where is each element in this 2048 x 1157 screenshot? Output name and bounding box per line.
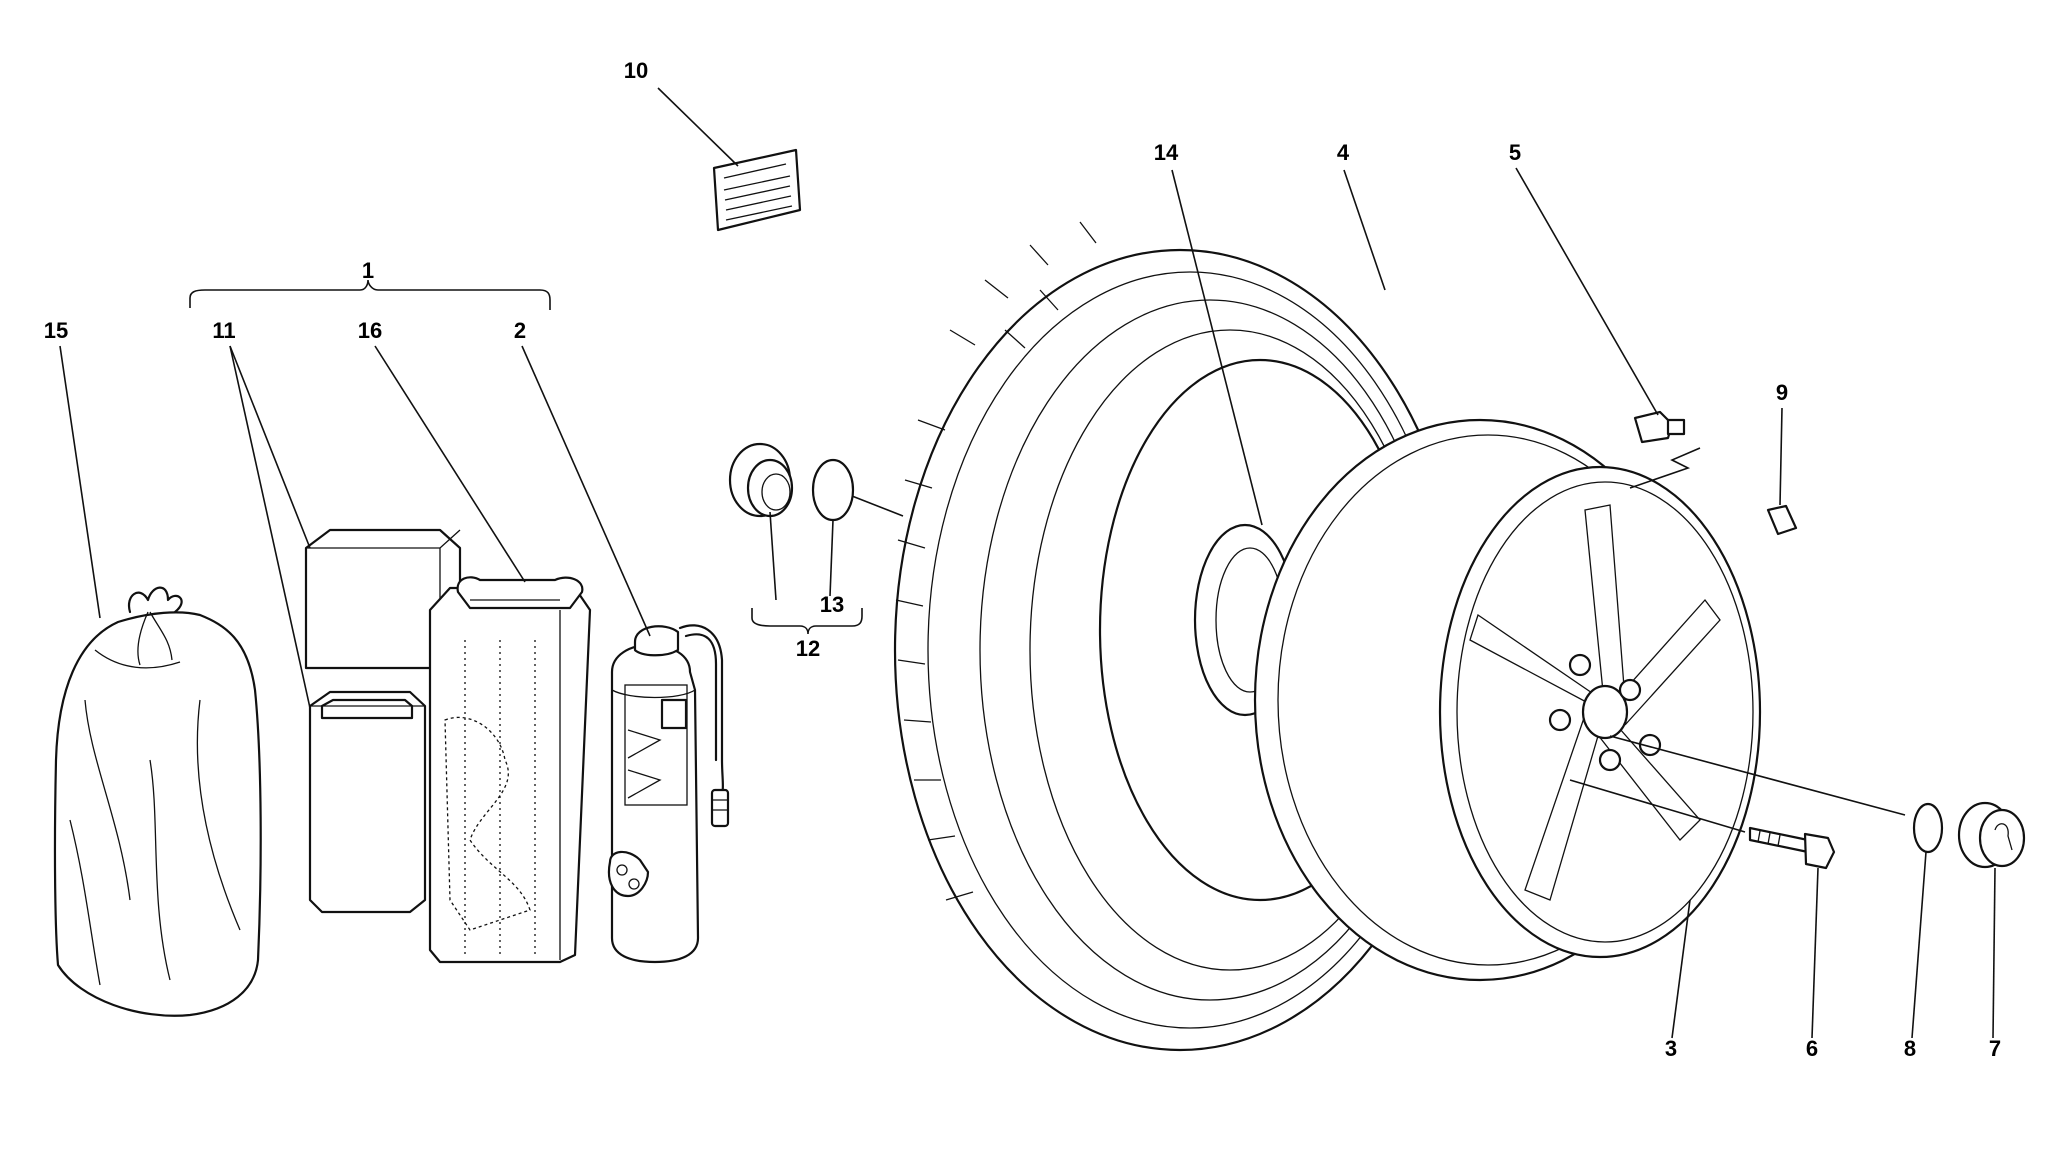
callout-12: 12 bbox=[796, 636, 820, 661]
callout-3: 3 bbox=[1665, 1036, 1677, 1061]
repair-kit-case bbox=[428, 576, 592, 964]
callout-4: 4 bbox=[1337, 140, 1350, 165]
storage-bag bbox=[53, 586, 262, 1017]
info-card bbox=[712, 148, 802, 232]
wheel-rim bbox=[1253, 418, 1762, 982]
tyre-inflator-can bbox=[607, 624, 730, 964]
callout-1: 1 bbox=[362, 258, 374, 283]
balance-weight bbox=[1766, 504, 1798, 536]
hub-cap-ring bbox=[1912, 802, 1944, 854]
hub-cap bbox=[1957, 801, 2026, 869]
callout-14: 14 bbox=[1154, 140, 1179, 165]
callout-5: 5 bbox=[1509, 140, 1521, 165]
callout-9: 9 bbox=[1776, 380, 1788, 405]
callout-2: 2 bbox=[514, 318, 526, 343]
leader-lines bbox=[59, 87, 1996, 1039]
valve-plug bbox=[728, 442, 794, 518]
tyre-valve bbox=[1633, 410, 1686, 444]
callout-13: 13 bbox=[820, 592, 844, 617]
wheel-bolt bbox=[1748, 826, 1836, 870]
callout-11: 11 bbox=[212, 318, 235, 343]
callout-10: 10 bbox=[624, 58, 648, 83]
callout-16: 16 bbox=[358, 318, 382, 343]
o-ring bbox=[811, 458, 855, 522]
callout-6: 6 bbox=[1806, 1036, 1818, 1061]
callout-15: 15 bbox=[44, 318, 68, 343]
callout-7: 7 bbox=[1989, 1036, 2001, 1061]
callout-8: 8 bbox=[1904, 1036, 1916, 1061]
foam-insert-bottom bbox=[308, 690, 427, 914]
